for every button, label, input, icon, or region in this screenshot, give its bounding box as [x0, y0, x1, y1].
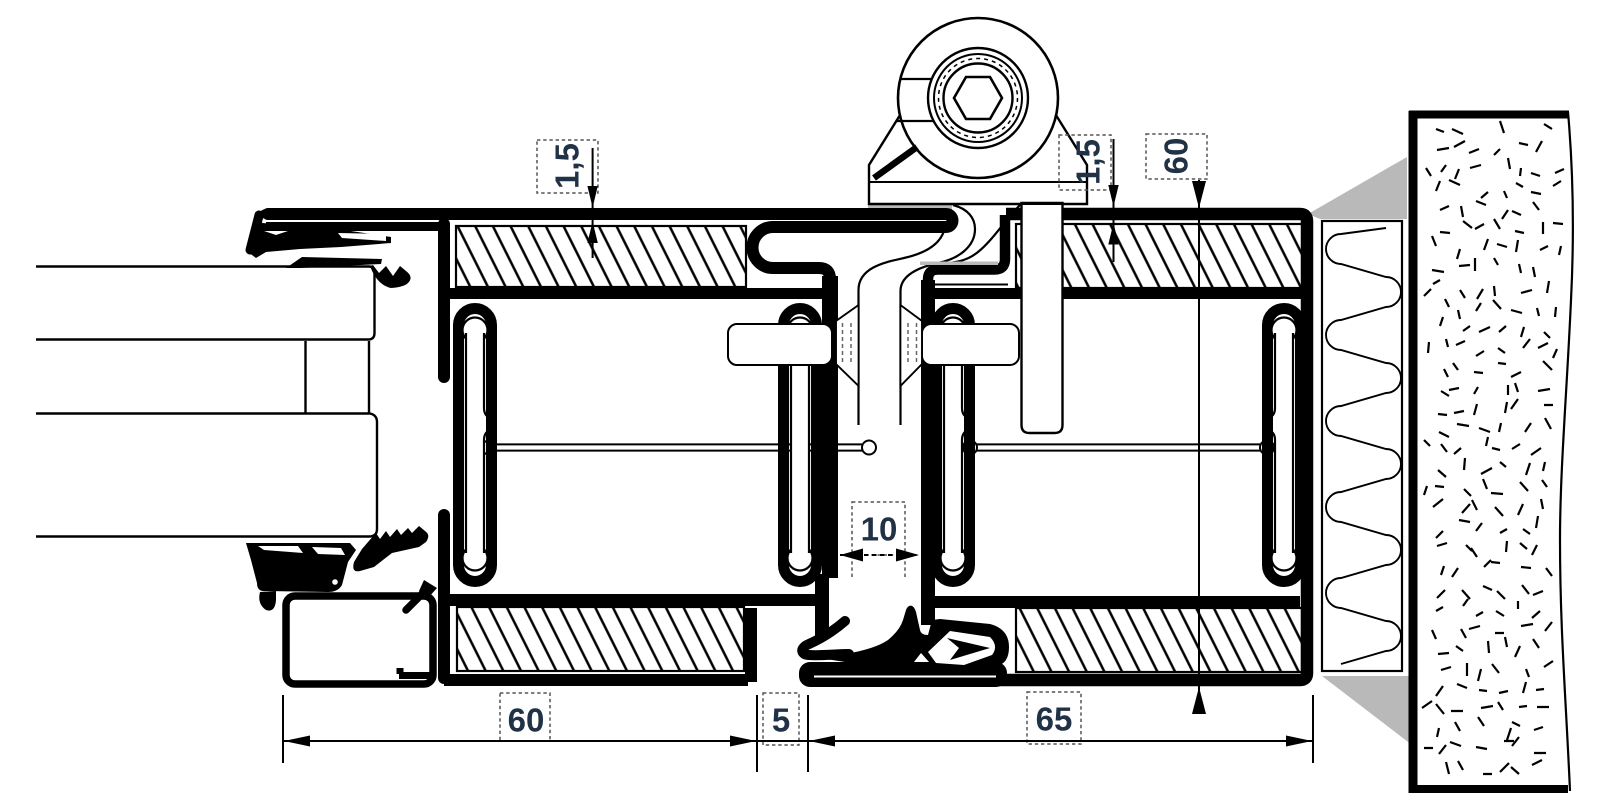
- svg-text:1,5: 1,5: [549, 143, 586, 189]
- svg-text:5: 5: [772, 702, 790, 739]
- svg-text:10: 10: [861, 511, 898, 548]
- svg-text:60: 60: [1158, 138, 1195, 175]
- svg-text:1,5: 1,5: [1070, 139, 1107, 185]
- svg-text:60: 60: [508, 702, 545, 739]
- svg-text:65: 65: [1036, 701, 1073, 738]
